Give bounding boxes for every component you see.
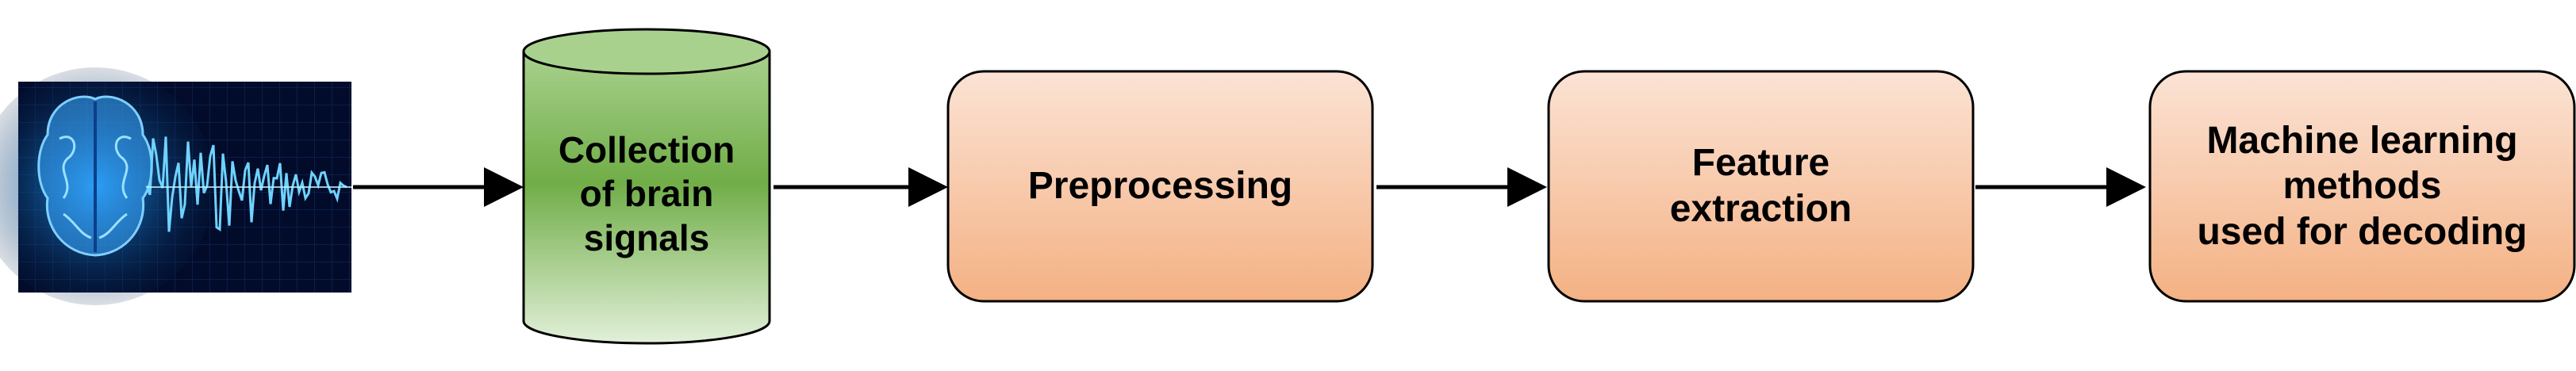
brain-eeg-image (0, 67, 351, 305)
collection-cylinder (522, 28, 771, 345)
decoding-box (2148, 70, 2576, 303)
decoding-label: Machine learning methods used for decodi… (2197, 119, 2528, 253)
feature-extraction-label: Feature extraction (1669, 142, 1852, 230)
collection-label: Collection of brain signals (558, 129, 735, 258)
preprocessing-label: Preprocessing (1027, 165, 1293, 208)
brain-eeg-waveform-icon (37, 95, 351, 257)
preprocessing-box (946, 70, 1374, 303)
feature-extraction-box (1547, 70, 1975, 303)
